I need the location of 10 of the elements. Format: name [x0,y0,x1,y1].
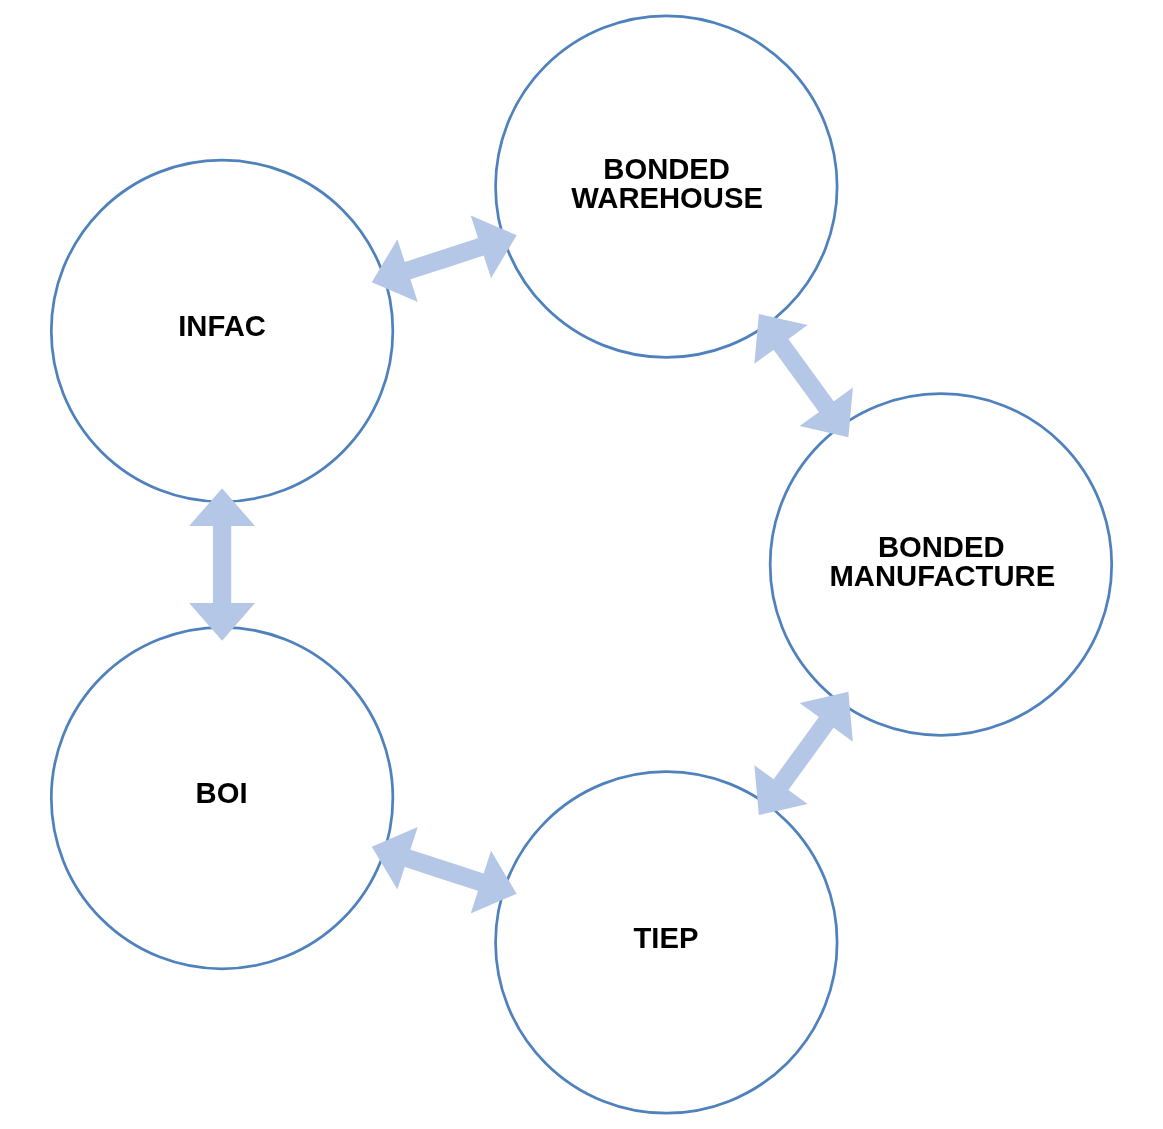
arrow [371,827,517,914]
node-circle: BONDED WAREHOUSE [494,14,839,359]
node-circle: INFAC [49,158,395,504]
node-circle: BONDED MANUFACTURE [768,392,1114,737]
node-circle: BOI [49,625,395,971]
arrow [189,488,255,641]
node-circle: TIEP [494,770,839,1115]
arrow [754,313,853,438]
arrow [754,691,853,816]
arrow [371,215,517,302]
